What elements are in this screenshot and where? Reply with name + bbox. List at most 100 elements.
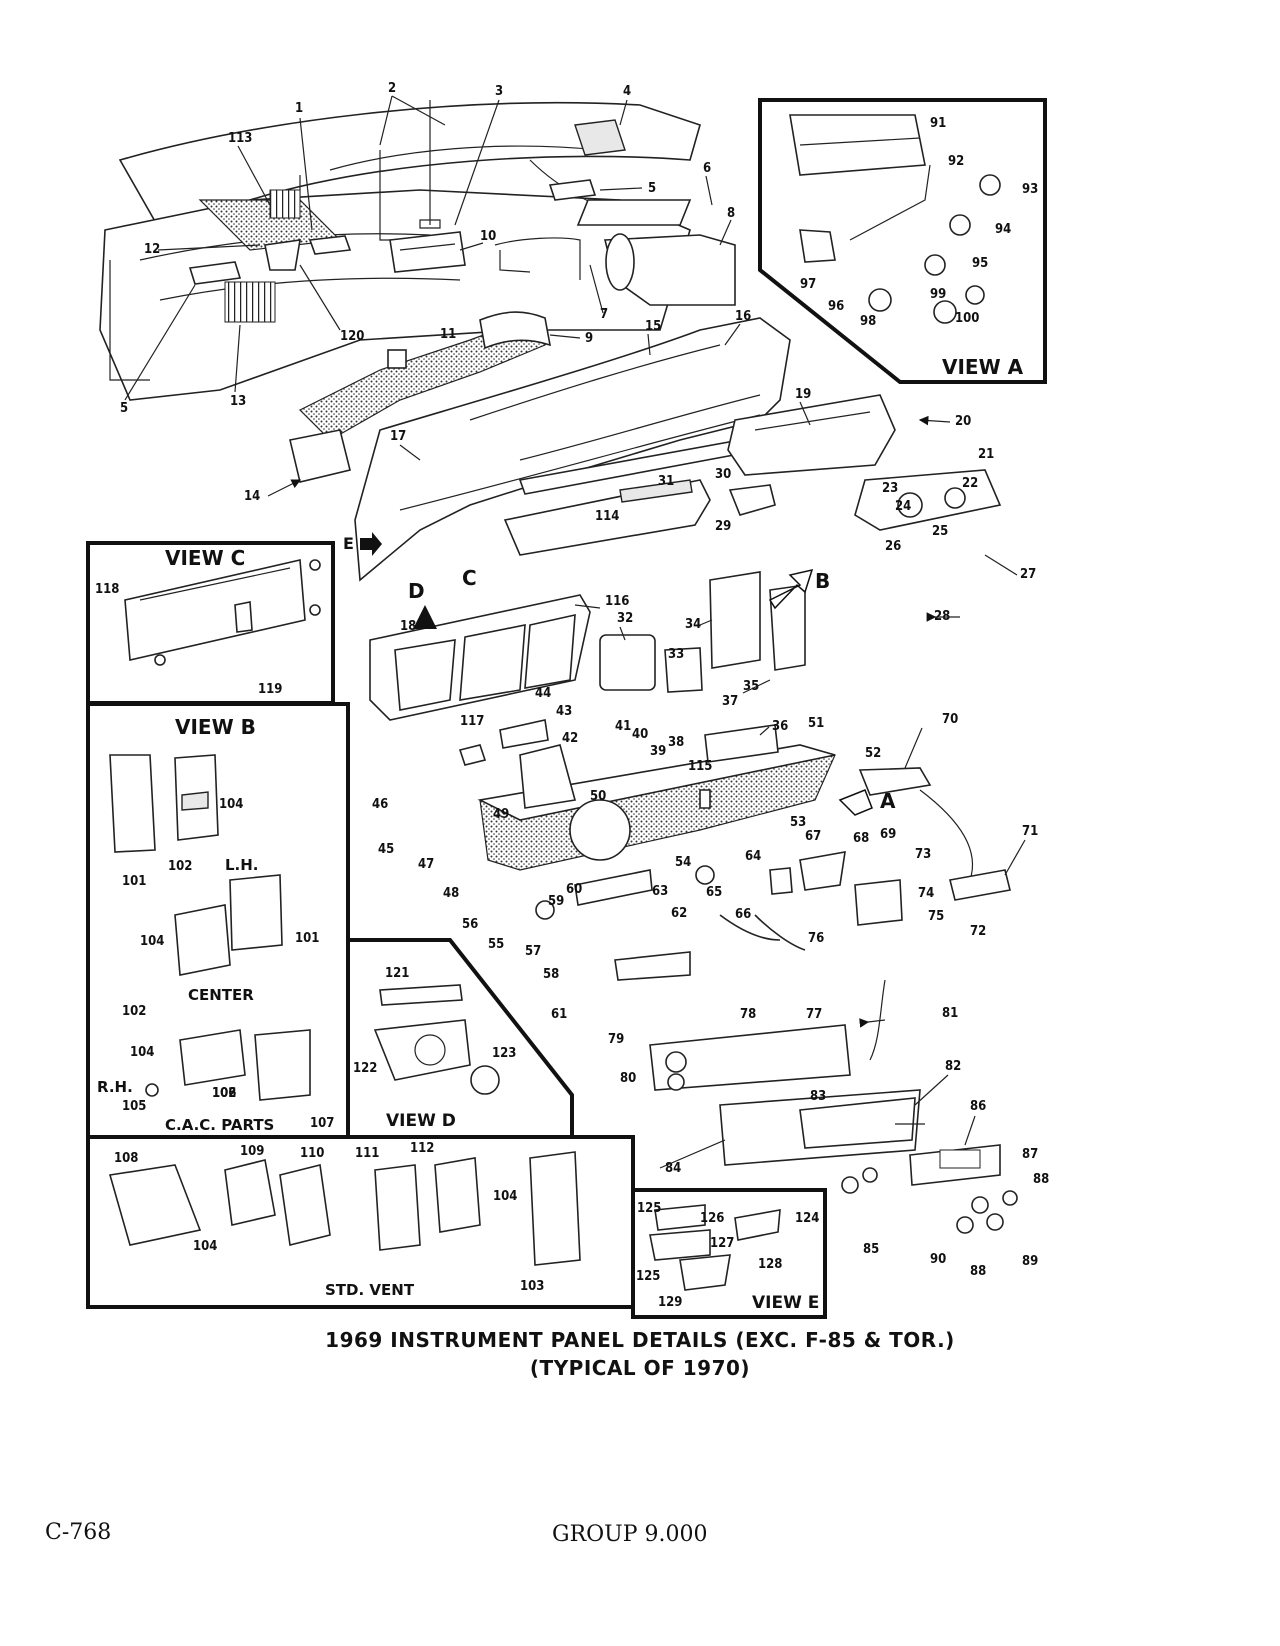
callout-120: 120 — [340, 329, 364, 344]
callout-10: 10 — [480, 229, 496, 244]
callout-126: 126 — [700, 1211, 724, 1226]
callout-12: 12 — [144, 242, 160, 257]
callout-88b: 88 — [970, 1264, 986, 1279]
callout-51: 51 — [808, 716, 824, 731]
callout-43: 43 — [556, 704, 572, 719]
callout-8: 8 — [727, 206, 735, 221]
callout-69: 69 — [880, 827, 896, 842]
callout-94: 94 — [995, 222, 1011, 237]
callout-65: 65 — [706, 885, 722, 900]
callout-123: 123 — [492, 1046, 516, 1061]
callout-25: 25 — [932, 524, 948, 539]
callout-7: 7 — [600, 307, 608, 322]
callout-27: 27 — [1020, 567, 1036, 582]
callout-20: 20 — [955, 414, 971, 429]
callout-118: 118 — [95, 582, 119, 597]
callout-82: 82 — [945, 1059, 961, 1074]
callout-35: 35 — [743, 679, 759, 694]
callout-87: 87 — [1022, 1147, 1038, 1162]
callout-88a: 88 — [1033, 1172, 1049, 1187]
callout-24: 24 — [895, 499, 911, 514]
callout-63: 63 — [652, 884, 668, 899]
callout-80: 80 — [620, 1071, 636, 1086]
callout-91: 91 — [930, 116, 946, 131]
callout-9: 9 — [585, 331, 593, 346]
group-number: GROUP 9.000 — [552, 1522, 708, 1547]
callout-76: 76 — [808, 931, 824, 946]
callout-98: 98 — [860, 314, 876, 329]
callout-116: 116 — [605, 594, 629, 609]
view-marker-d: D — [408, 579, 425, 603]
callout-100: 100 — [955, 311, 979, 326]
callout-47: 47 — [418, 857, 434, 872]
callout-77: 77 — [806, 1007, 822, 1022]
callout-111: 111 — [355, 1146, 379, 1161]
callout-67: 67 — [805, 829, 821, 844]
callout-29: 29 — [715, 519, 731, 534]
callout-1: 1 — [295, 101, 303, 116]
callout-99: 99 — [930, 287, 946, 302]
lower-panel — [458, 719, 1018, 1234]
callout-21: 21 — [978, 447, 994, 462]
view-marker-a-arrow — [838, 789, 873, 816]
callout-78: 78 — [740, 1007, 756, 1022]
rh-label: R.H. — [97, 1078, 133, 1096]
callout-110: 110 — [300, 1146, 324, 1161]
callout-121: 121 — [385, 966, 409, 981]
callout-31: 31 — [658, 474, 674, 489]
callout-41: 41 — [615, 719, 631, 734]
callout-62: 62 — [671, 906, 687, 921]
callout-6: 6 — [703, 161, 711, 176]
view-d-title: VIEW D — [386, 1111, 456, 1131]
center-label: CENTER — [188, 986, 254, 1004]
callout-71: 71 — [1022, 824, 1038, 839]
callout-60: 60 — [566, 882, 582, 897]
callout-104b: 104 — [140, 934, 164, 949]
callout-11: 11 — [440, 327, 456, 342]
callout-95: 95 — [972, 256, 988, 271]
callout-36: 36 — [772, 719, 788, 734]
callout-112: 112 — [410, 1141, 434, 1156]
callout-59: 59 — [548, 894, 564, 909]
view-b-box — [86, 702, 350, 1139]
callout-103: 103 — [520, 1279, 544, 1294]
callout-5b: 5 — [648, 181, 656, 196]
callout-53: 53 — [790, 815, 806, 830]
view-e-title: VIEW E — [752, 1293, 819, 1313]
callout-68: 68 — [853, 831, 869, 846]
callout-30: 30 — [715, 467, 731, 482]
callout-37: 37 — [722, 694, 738, 709]
callout-42: 42 — [562, 731, 578, 746]
callout-49: 49 — [493, 807, 509, 822]
callout-2: 2 — [388, 81, 396, 96]
callout-5a: 5 — [120, 401, 128, 416]
part-number-callouts: 1 2 3 4 5 5 6 7 8 9 10 11 12 13 14 15 16… — [95, 81, 1049, 1310]
view-marker-b-arrow — [768, 568, 814, 610]
callout-44: 44 — [535, 686, 551, 701]
callout-34: 34 — [685, 617, 701, 632]
callout-38: 38 — [668, 735, 684, 750]
dash-cowl-assembly — [99, 100, 701, 401]
callout-85: 85 — [863, 1242, 879, 1257]
instrument-panel-pad — [354, 317, 1002, 582]
callout-54: 54 — [675, 855, 691, 870]
diagram-caption-line1: 1969 INSTRUMENT PANEL DETAILS (EXC. F-85… — [325, 1328, 955, 1352]
callout-92: 92 — [948, 154, 964, 169]
callout-125a: 125 — [637, 1201, 661, 1216]
callout-50: 50 — [590, 789, 606, 804]
leader-lines — [124, 95, 1026, 1169]
view-marker-a: A — [880, 789, 896, 813]
callout-13: 13 — [230, 394, 246, 409]
callout-115: 115 — [688, 759, 712, 774]
callout-32: 32 — [617, 611, 633, 626]
callout-84: 84 — [665, 1161, 681, 1176]
callout-18: 18 — [400, 619, 416, 634]
callout-17: 17 — [390, 429, 406, 444]
diagram-caption-line2: (TYPICAL OF 1970) — [529, 1356, 751, 1380]
callout-101a: 101 — [122, 874, 146, 889]
callout-108: 108 — [114, 1151, 138, 1166]
view-marker-e: E — [343, 534, 354, 553]
callout-22: 22 — [962, 476, 978, 491]
view-d-box — [346, 938, 574, 1139]
